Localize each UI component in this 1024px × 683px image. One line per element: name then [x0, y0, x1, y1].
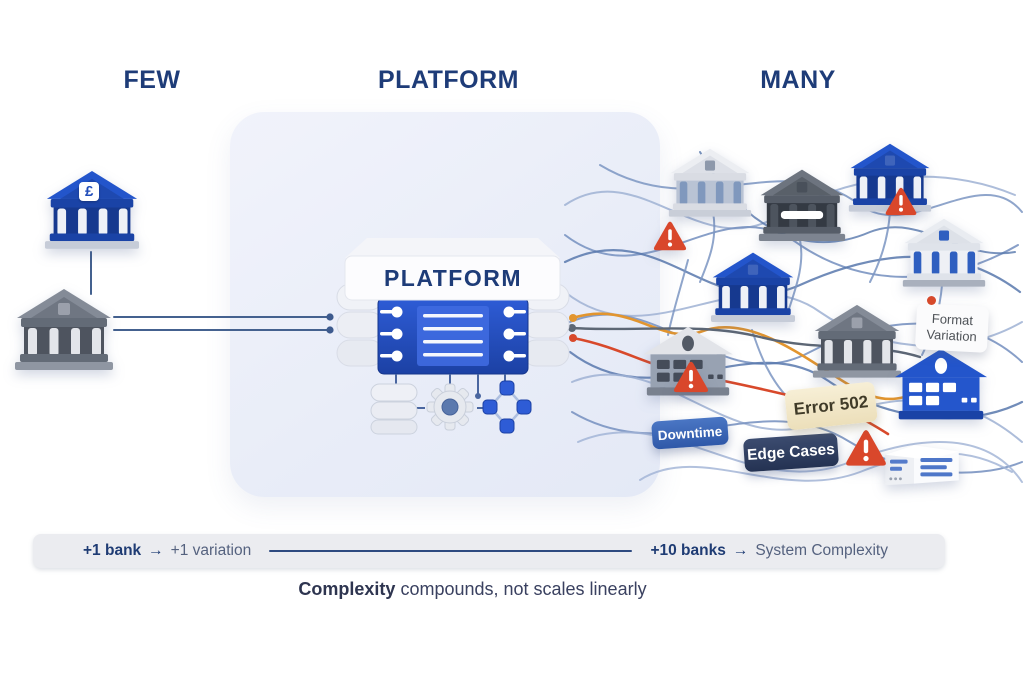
format-variation-dot — [927, 296, 936, 305]
platform-exit-dot-gray — [568, 324, 576, 332]
platform-label: PLATFORM — [384, 265, 522, 291]
legend-divider-line — [269, 550, 633, 552]
legend-right-term: +10 banks — [650, 542, 726, 559]
legend-bar: +1 bank → +1 variation +10 banks → System Co… — [33, 534, 945, 568]
legend-left-term: +1 bank — [83, 542, 142, 559]
warning-icon-4 — [844, 428, 888, 468]
many-bank-gray-icon — [812, 302, 902, 378]
many-house-blue-icon — [894, 348, 988, 425]
edge-cases-badge: Edge Cases — [742, 432, 840, 473]
warning-icon-2 — [652, 220, 688, 252]
caption-rest: compounds, not scales linearly — [395, 579, 647, 599]
section-title-platform: PLATFORM — [378, 66, 520, 94]
format-variation-badge: Format Variation — [914, 303, 990, 353]
few-bank-blue-icon — [44, 168, 140, 249]
pound-symbol: £ — [79, 182, 100, 201]
gear-icon — [426, 383, 474, 431]
caption-bold: Complexity — [298, 579, 396, 599]
section-title-few: FEW — [123, 66, 181, 94]
left-connection-lines — [90, 251, 334, 334]
section-title-many: MANY — [760, 66, 836, 94]
many-bank-dark-icon — [758, 167, 846, 241]
server-lid: PLATFORM — [344, 238, 561, 301]
format-variation-line2: Variation — [926, 326, 978, 345]
few-bank-gray-icon — [14, 286, 114, 370]
warning-icon-3 — [672, 360, 710, 394]
many-bank-whiteblue-icon — [902, 216, 986, 287]
platform-server: PLATFORM — [336, 238, 570, 435]
caption: Complexity compounds, not scales linearl… — [0, 579, 945, 600]
many-bank-blue-center-icon — [710, 250, 796, 322]
database-icon — [370, 383, 418, 435]
legend-left-result: +1 variation — [170, 542, 252, 559]
platform-exit-dot-red — [569, 334, 577, 342]
legend-left-arrow-icon: → — [148, 542, 164, 559]
document-box-icon — [882, 434, 962, 490]
legend-right-result: System Complexity — [755, 542, 888, 559]
server-panel — [377, 297, 529, 375]
legend-right-arrow-icon: → — [732, 542, 749, 559]
warning-icon-1 — [884, 186, 918, 217]
many-bank-light-icon — [668, 146, 752, 217]
platform-exit-dot-orange — [569, 314, 577, 322]
downtime-badge: Downtime — [651, 416, 729, 450]
network-icon — [482, 380, 532, 434]
